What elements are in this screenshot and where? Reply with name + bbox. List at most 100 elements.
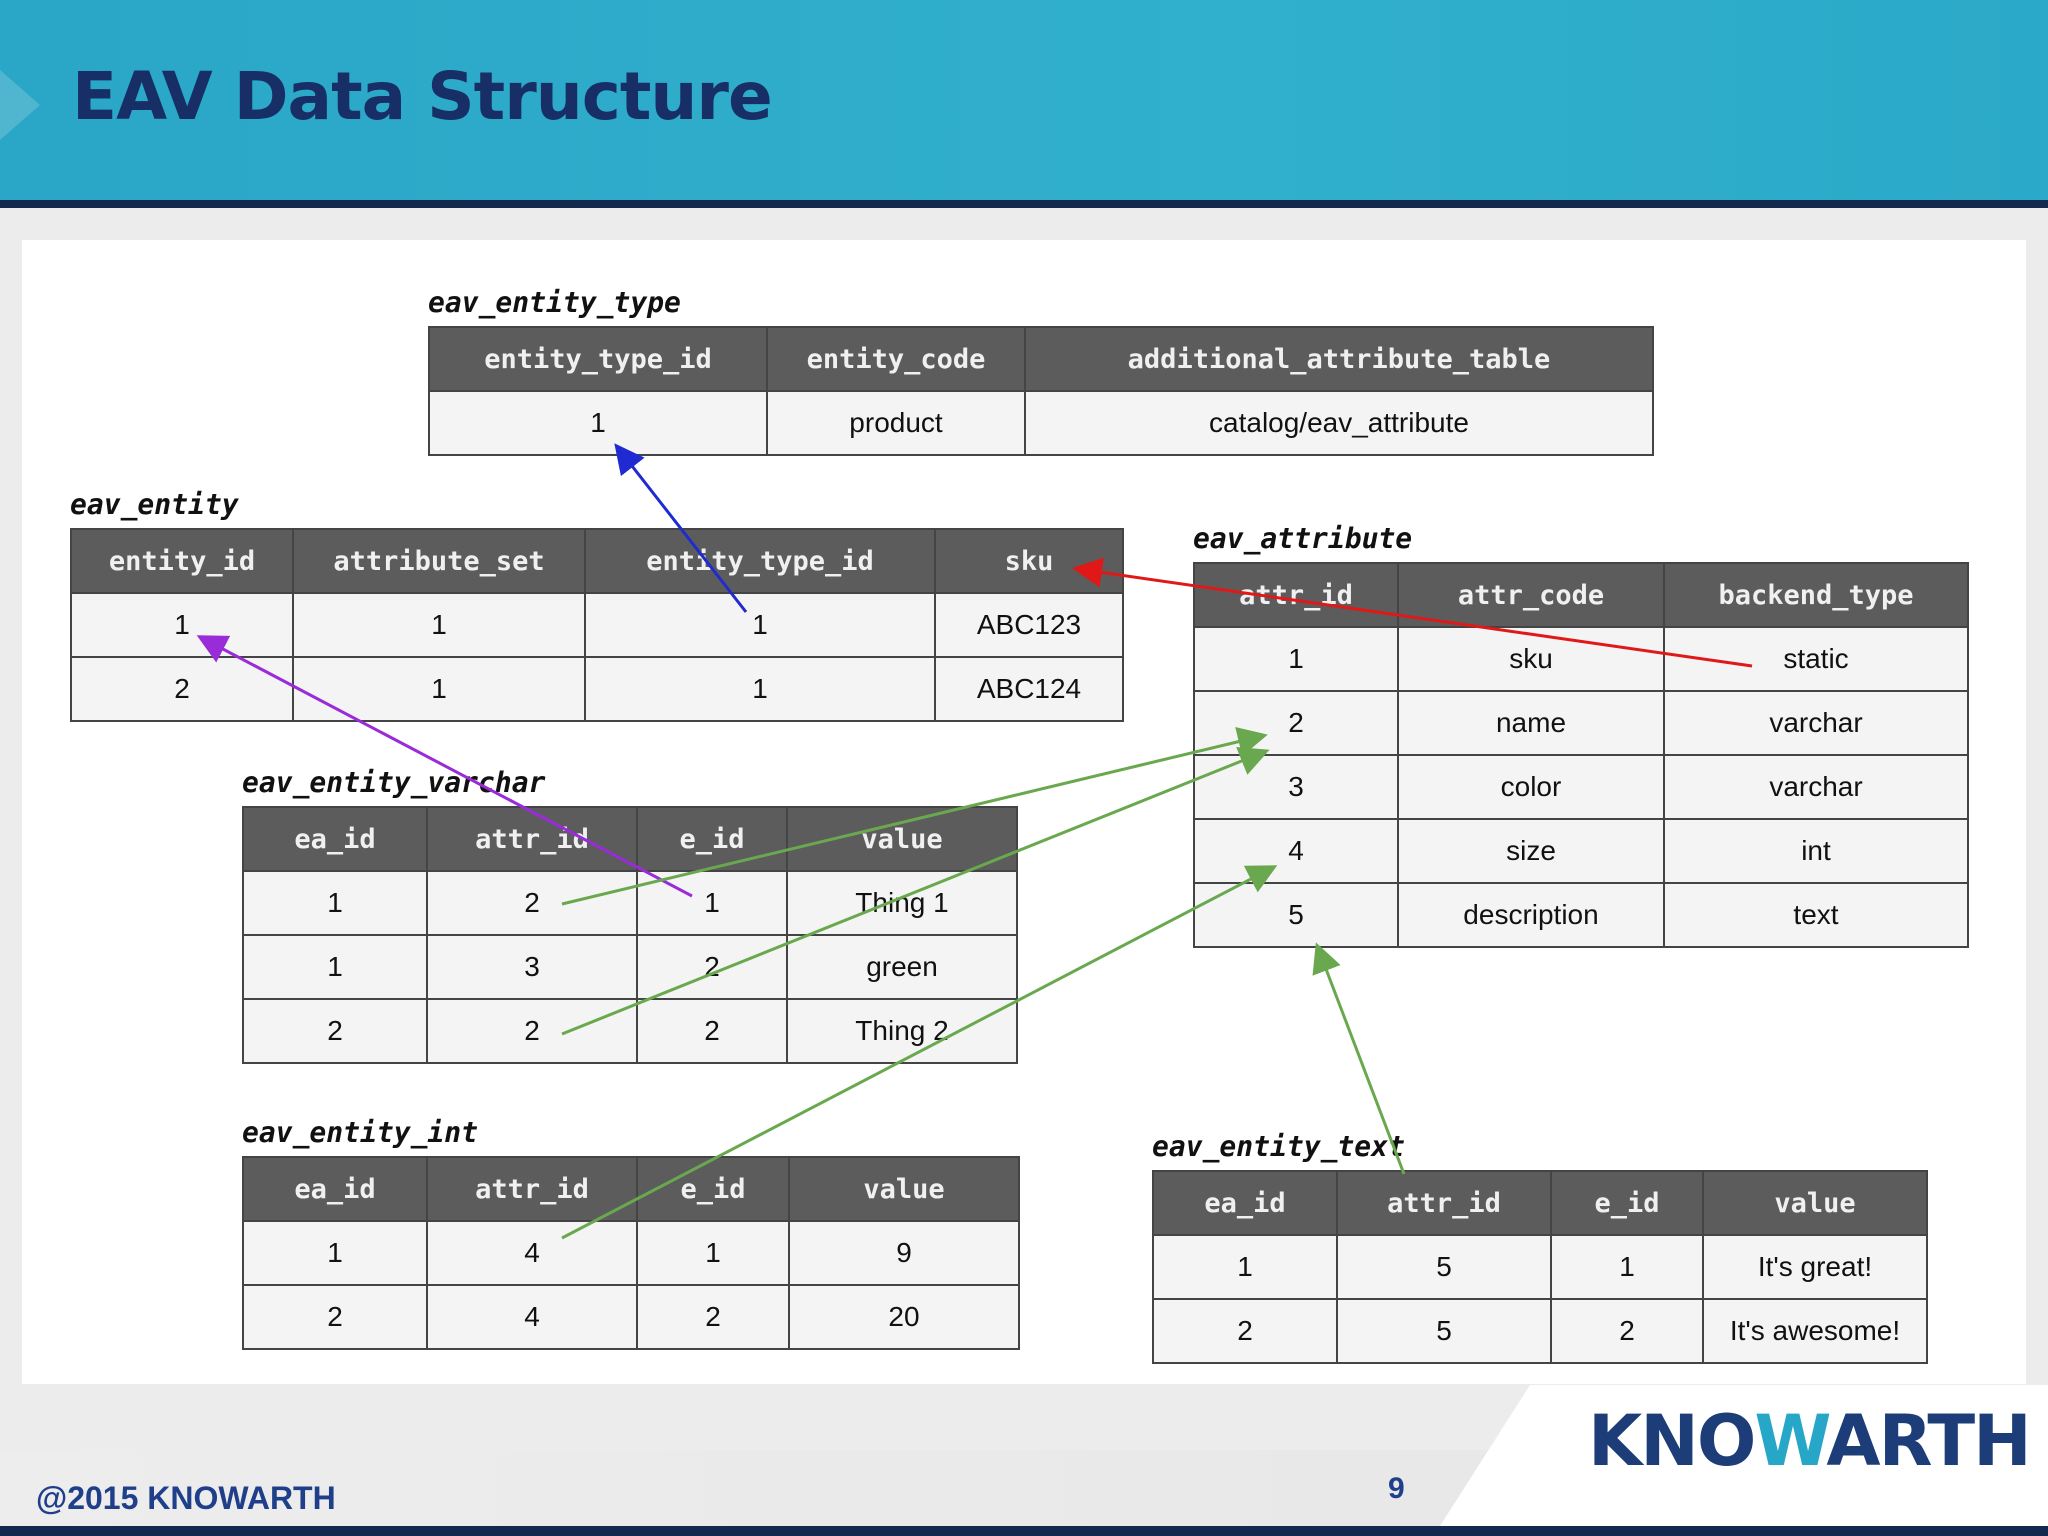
- column-header: attr_id: [1193, 562, 1399, 628]
- column-header: value: [786, 806, 1018, 872]
- table-cell: ABC123: [934, 592, 1124, 658]
- table-row: 2 2 2 Thing 2: [242, 998, 1018, 1064]
- table-row: 1 product catalog/eav_attribute: [428, 390, 1654, 456]
- table-cell: 2: [242, 1284, 428, 1350]
- table-cell: varchar: [1663, 690, 1969, 756]
- table-cell: 1: [636, 1220, 790, 1286]
- table-cell: 2: [1152, 1298, 1338, 1364]
- table-cell: color: [1397, 754, 1665, 820]
- table-row: 1 5 1 It's great!: [1152, 1234, 1928, 1300]
- column-header: ea_id: [242, 1156, 428, 1222]
- table-eav-attribute: eav_attribute attr_id attr_code backend_…: [1193, 522, 1969, 948]
- table-cell: 1: [584, 592, 936, 658]
- table-cell: int: [1663, 818, 1969, 884]
- table-cell: sku: [1397, 626, 1665, 692]
- table-cell: 1: [428, 390, 768, 456]
- header-divider: [0, 200, 2048, 208]
- header-row: entity_id attribute_set entity_type_id s…: [70, 528, 1124, 594]
- column-header: sku: [934, 528, 1124, 594]
- table-cell: 2: [636, 934, 788, 1000]
- column-header: additional_attribute_table: [1024, 326, 1654, 392]
- table-cell: catalog/eav_attribute: [1024, 390, 1654, 456]
- table-cell: It's great!: [1702, 1234, 1928, 1300]
- header-row: attr_id attr_code backend_type: [1193, 562, 1969, 628]
- table-name: eav_entity_int: [242, 1116, 479, 1149]
- table-cell: 1: [242, 870, 428, 936]
- table-row: 2 5 2 It's awesome!: [1152, 1298, 1928, 1364]
- column-header: attribute_set: [292, 528, 586, 594]
- table-eav-entity-varchar: eav_entity_varchar ea_id attr_id e_id va…: [242, 766, 1018, 1064]
- table-eav-entity-int: eav_entity_int ea_id attr_id e_id value …: [242, 1116, 1020, 1350]
- knowarth-logo: KNOWARTH: [1588, 1400, 2032, 1482]
- table-cell: 1: [242, 934, 428, 1000]
- table-name: eav_entity: [70, 488, 239, 521]
- table-cell: 5: [1336, 1234, 1552, 1300]
- column-header: e_id: [636, 806, 788, 872]
- column-header: attr_id: [426, 1156, 638, 1222]
- table-cell: 1: [292, 592, 586, 658]
- table-eav-entity-type: eav_entity_type entity_type_id entity_co…: [428, 286, 1654, 456]
- table-row: 1 3 2 green: [242, 934, 1018, 1000]
- table-cell: 2: [426, 870, 638, 936]
- table-cell: 2: [636, 998, 788, 1064]
- table-cell: 3: [426, 934, 638, 1000]
- table-cell: 2: [636, 1284, 790, 1350]
- table-cell: 2: [70, 656, 294, 722]
- table-cell: ABC124: [934, 656, 1124, 722]
- table-cell: 9: [788, 1220, 1020, 1286]
- table-cell: 2: [426, 998, 638, 1064]
- table-row: 2 4 2 20: [242, 1284, 1020, 1350]
- table-cell: 2: [1193, 690, 1399, 756]
- table-row: 1 4 1 9: [242, 1220, 1020, 1286]
- table-row: 1 2 1 Thing 1: [242, 870, 1018, 936]
- table-cell: size: [1397, 818, 1665, 884]
- slide-header: EAV Data Structure: [0, 0, 2048, 200]
- table-row: 2 1 1 ABC124: [70, 656, 1124, 722]
- table-cell: Thing 2: [786, 998, 1018, 1064]
- column-header: e_id: [636, 1156, 790, 1222]
- table-cell: 3: [1193, 754, 1399, 820]
- page-number: 9: [1388, 1472, 1405, 1505]
- column-header: entity_id: [70, 528, 294, 594]
- column-header: ea_id: [1152, 1170, 1338, 1236]
- table-cell: It's awesome!: [1702, 1298, 1928, 1364]
- table-cell: 1: [242, 1220, 428, 1286]
- footer-copyright: @2015 KNOWARTH: [36, 1480, 336, 1516]
- column-header: value: [1702, 1170, 1928, 1236]
- table-eav-entity-text: eav_entity_text ea_id attr_id e_id value…: [1152, 1130, 1928, 1364]
- header-row: ea_id attr_id e_id value: [1152, 1170, 1928, 1236]
- table-cell: 4: [426, 1284, 638, 1350]
- table-row: 4 size int: [1193, 818, 1969, 884]
- column-header: backend_type: [1663, 562, 1969, 628]
- table-cell: green: [786, 934, 1018, 1000]
- slide-title: EAV Data Structure: [72, 58, 773, 135]
- table-row: 3 color varchar: [1193, 754, 1969, 820]
- table-name: eav_attribute: [1193, 522, 1413, 555]
- table-name: eav_entity_type: [428, 286, 681, 319]
- table-cell: name: [1397, 690, 1665, 756]
- header-row: entity_type_id entity_code additional_at…: [428, 326, 1654, 392]
- table-cell: text: [1663, 882, 1969, 948]
- table-name: eav_entity_text: [1152, 1130, 1405, 1163]
- table-cell: varchar: [1663, 754, 1969, 820]
- table-cell: 5: [1193, 882, 1399, 948]
- table-cell: 1: [292, 656, 586, 722]
- table-cell: 1: [584, 656, 936, 722]
- column-header: entity_type_id: [428, 326, 768, 392]
- header-row: ea_id attr_id e_id value: [242, 806, 1018, 872]
- table-cell: 1: [70, 592, 294, 658]
- column-header: attr_id: [426, 806, 638, 872]
- table-cell: 4: [426, 1220, 638, 1286]
- table-cell: 5: [1336, 1298, 1552, 1364]
- column-header: entity_type_id: [584, 528, 936, 594]
- table-cell: 1: [1152, 1234, 1338, 1300]
- table-cell: 1: [636, 870, 788, 936]
- table-cell: description: [1397, 882, 1665, 948]
- table-cell: 20: [788, 1284, 1020, 1350]
- table-name: eav_entity_varchar: [242, 766, 546, 799]
- table-row: 1 1 1 ABC123: [70, 592, 1124, 658]
- table-cell: 2: [1550, 1298, 1704, 1364]
- column-header: ea_id: [242, 806, 428, 872]
- table-cell: static: [1663, 626, 1969, 692]
- table-row: 5 description text: [1193, 882, 1969, 948]
